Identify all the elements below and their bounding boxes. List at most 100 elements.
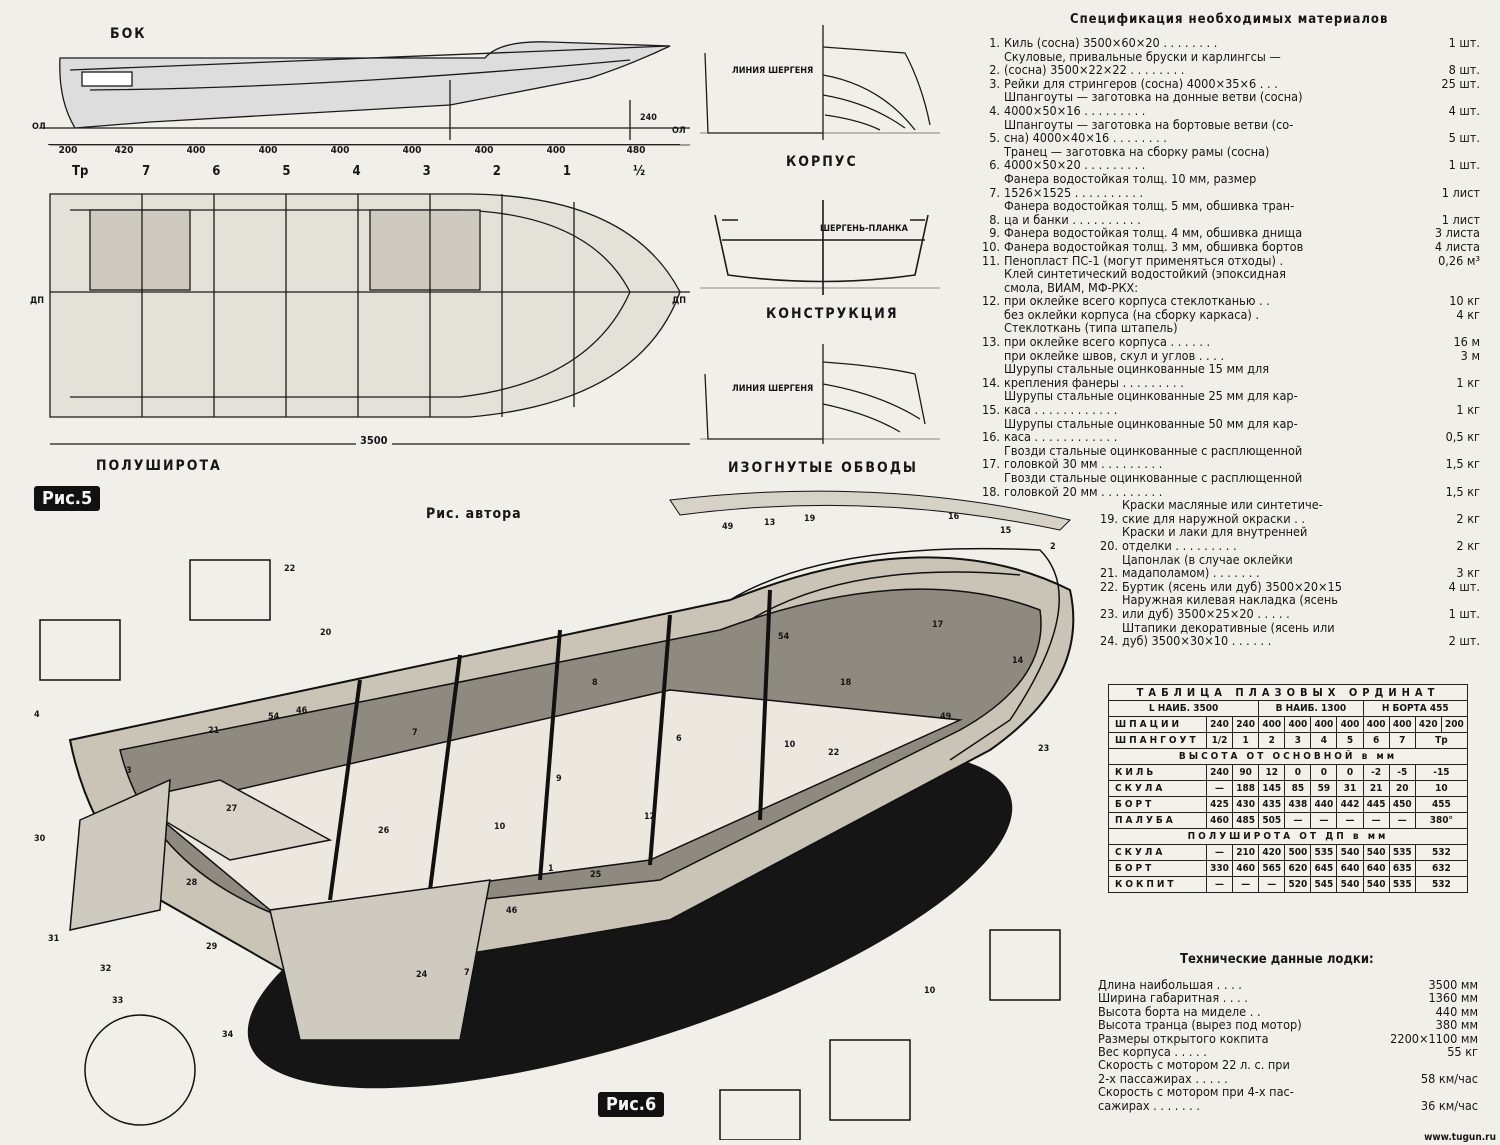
frame-label: ½: [633, 164, 646, 179]
spec-item: 12.Клей синтетический водостойкий (эпокс…: [980, 267, 1480, 308]
spec-item-number: 2.: [989, 62, 1000, 78]
table-cell: 210: [1232, 844, 1260, 861]
table-cell: -15: [1414, 764, 1469, 781]
spec-item: 24.Штапики декоративные (ясень или дуб) …: [1098, 620, 1480, 649]
dim-cell: 420: [114, 145, 134, 156]
callout-33: 33: [112, 996, 124, 1006]
spec-item-text: Стеклоткань (типа штапель) при оклейке в…: [1004, 320, 1211, 350]
dim-240: 240: [640, 113, 657, 123]
table-cell: 10: [1414, 780, 1469, 797]
table-cell: 430: [1232, 796, 1260, 813]
watermark: www.tugun.ru: [1424, 1132, 1496, 1143]
table-cell: —: [1205, 844, 1234, 861]
frame-label: 5: [282, 164, 291, 179]
dim-cell: 400: [330, 145, 350, 156]
callout-30: 30: [34, 834, 46, 844]
spec-item-text: Шпангоуты — заготовка на бортовые ветви …: [1004, 116, 1294, 146]
callout-34: 34: [222, 1030, 234, 1040]
table-cell: 330: [1205, 860, 1234, 877]
figure-6-label: Рис.6: [598, 1092, 665, 1117]
spec-item-qty: 4 шт.: [1448, 578, 1480, 594]
tech-item-value: 3500 мм: [1428, 977, 1478, 992]
spec-item-number: 15.: [981, 402, 1000, 418]
callout-23: 23: [1038, 744, 1050, 754]
spec-item-qty: 0,26 м³: [1438, 252, 1480, 268]
table-cell: 450: [1388, 796, 1416, 813]
spec-item-number: 11.: [981, 252, 1000, 268]
tech-item-value: 58 км/час: [1420, 1070, 1478, 1086]
shergen-planka-label: ШЕРГЕНЬ-ПЛАНКА: [820, 224, 908, 234]
spec-item-text: Пенопласт ПС-1 (могут применяться отходы…: [1004, 252, 1284, 268]
callout-11: 11: [510, 978, 522, 988]
spec-item-text: Гвозди стальные оцинкованные с расплющен…: [1004, 470, 1303, 499]
callout-49b: 49: [940, 712, 952, 722]
tech-item: Высота транца (вырез под мотор)380 мм: [1098, 1017, 1478, 1033]
callout-18: 18: [840, 678, 852, 688]
spec-item-qty: 1,5 кг: [1445, 483, 1480, 499]
frame-label: 1: [562, 164, 572, 179]
tech-item: Скорость с мотором при 4-х пас- сажирах …: [1098, 1085, 1478, 1112]
table-cell: 445: [1362, 796, 1390, 813]
spec-item-number: 19.: [1099, 510, 1118, 526]
spec-item-text: при оклейке швов, скул и углов . . . .: [1004, 347, 1225, 363]
callout-27: 27: [226, 804, 238, 814]
spec-item-qty: 1 шт.: [1448, 157, 1480, 173]
spec-item-number: 5.: [989, 130, 1000, 146]
callout-31: 31: [48, 934, 60, 944]
callout-1: 1: [548, 864, 554, 874]
table-cell: 632: [1414, 860, 1469, 877]
spec-item-qty: 2 шт.: [1448, 633, 1480, 649]
spec-item: 14.Шурупы стальные оцинкованные 15 мм дл…: [980, 362, 1480, 389]
spec-item-number: 13.: [981, 334, 1000, 350]
callout-10: 10: [784, 740, 796, 750]
spec-item-number: 17.: [981, 456, 1000, 472]
line-shergen-label-1: ЛИНИЯ ШЕРГЕНЯ: [732, 66, 814, 76]
spec-item-qty: 4 листа: [1434, 238, 1480, 254]
spec-item-qty: 3 листа: [1434, 225, 1480, 241]
tech-item: Скорость с мотором 22 л. с. при 2-х пасс…: [1098, 1058, 1478, 1085]
table-cell: 540: [1362, 876, 1390, 893]
table-cell: 400: [1362, 716, 1390, 733]
spec-item-qty: 3 м: [1460, 347, 1480, 363]
table-cell: 0: [1336, 764, 1364, 781]
spec-item: 8.Фанера водостойкая толщ. 5 мм, обшивка…: [980, 199, 1480, 226]
spec-item-qty: 0,5 кг: [1445, 429, 1480, 445]
table-cell: 4: [1310, 732, 1338, 749]
callout-46: 46: [296, 706, 308, 716]
spec-item-number: 21.: [1099, 565, 1118, 581]
l-max: L НАИБ. 3500: [1107, 700, 1260, 717]
table-cell: 400: [1388, 716, 1416, 733]
table-cell: 640: [1336, 860, 1364, 877]
spec-item: без оклейки корпуса (на сборку каркаса) …: [980, 308, 1480, 322]
dp-label-2: ДП: [672, 296, 686, 306]
spec-item-qty: 1 шт.: [1448, 35, 1480, 50]
table-cell: 12: [1258, 764, 1286, 781]
spec-item-number: 24.: [1099, 633, 1118, 649]
spec-item: 1.Киль (сосна) 3500×60×20 . . . . . . . …: [980, 36, 1480, 50]
callout-22b: 22: [828, 748, 840, 758]
curved-lines-title: ИЗОГНУТЫЕ ОБВОДЫ: [728, 460, 918, 476]
spec-item-number: 16.: [981, 429, 1000, 445]
table-cell: 442: [1336, 796, 1364, 813]
tech-item-label: Высота борта на миделе . .: [1098, 1003, 1261, 1019]
table-cell: 425: [1205, 796, 1234, 813]
table-cell: 400: [1258, 716, 1286, 733]
tech-item: Вес корпуса . . . . .55 кг: [1098, 1045, 1478, 1059]
spec-item: 2.Скуловые, привальные бруски и карлингс…: [980, 49, 1480, 78]
table-cell: 380°: [1414, 812, 1469, 829]
table-cell: 565: [1258, 860, 1286, 877]
callout-8: 8: [592, 678, 598, 688]
frame-label: 4: [352, 164, 361, 179]
table-cell: 505: [1258, 812, 1286, 829]
spec-item: 21.Цапонлак (в случае оклейки мадаполамо…: [1098, 552, 1480, 581]
dim-cell: 480: [626, 145, 646, 156]
spec-item-qty: 1,5 кг: [1445, 456, 1480, 472]
ol-label-1: ОЛ: [32, 122, 46, 132]
table-cell: 2: [1258, 732, 1286, 749]
tech-item-label: Высота транца (вырез под мотор): [1098, 1017, 1302, 1033]
spec-item-text: без оклейки корпуса (на сборку каркаса) …: [1004, 306, 1259, 322]
